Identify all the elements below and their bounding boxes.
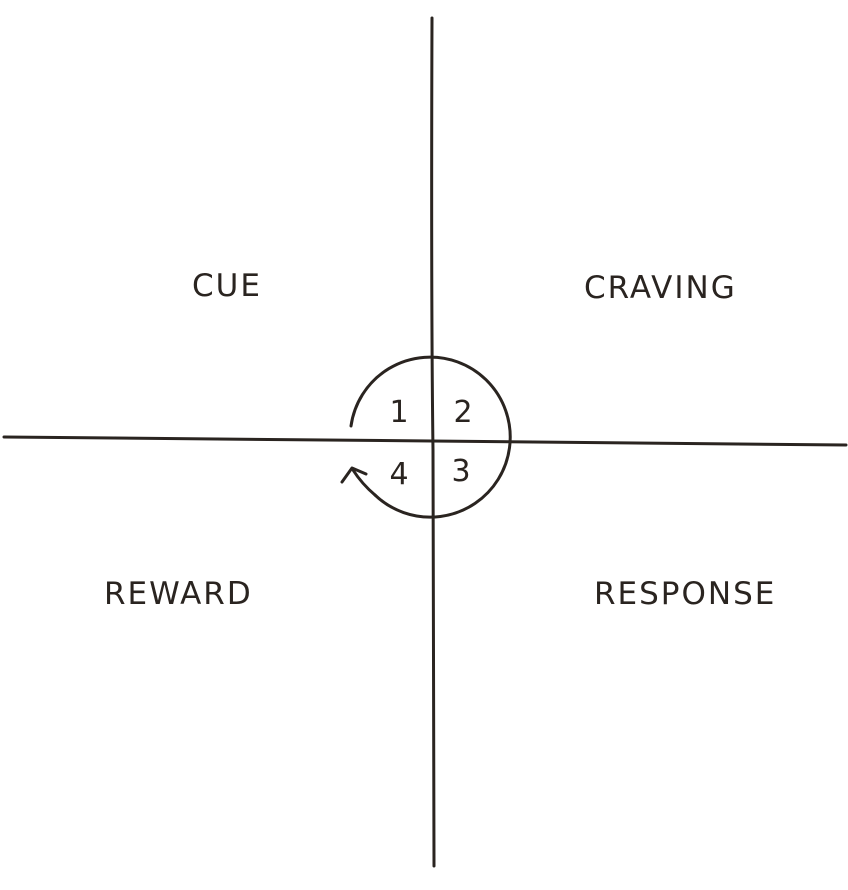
- quadrant-label-response: RESPONSE: [594, 576, 777, 612]
- horizontal-axis: [2, 435, 848, 447]
- cycle-circle: [349, 355, 512, 519]
- quadrant-label-craving: CRAVING: [584, 270, 737, 306]
- cycle-step-4: 4: [389, 457, 409, 492]
- cycle-step-2: 2: [453, 395, 473, 430]
- quadrant-label-reward: REWARD: [104, 576, 253, 612]
- cycle-step-3: 3: [451, 454, 471, 489]
- vertical-axis: [430, 16, 436, 868]
- counterclockwise-arrow-icon: [340, 466, 377, 497]
- quadrant-label-cue: CUE: [192, 268, 262, 304]
- cycle-step-1: 1: [389, 395, 409, 430]
